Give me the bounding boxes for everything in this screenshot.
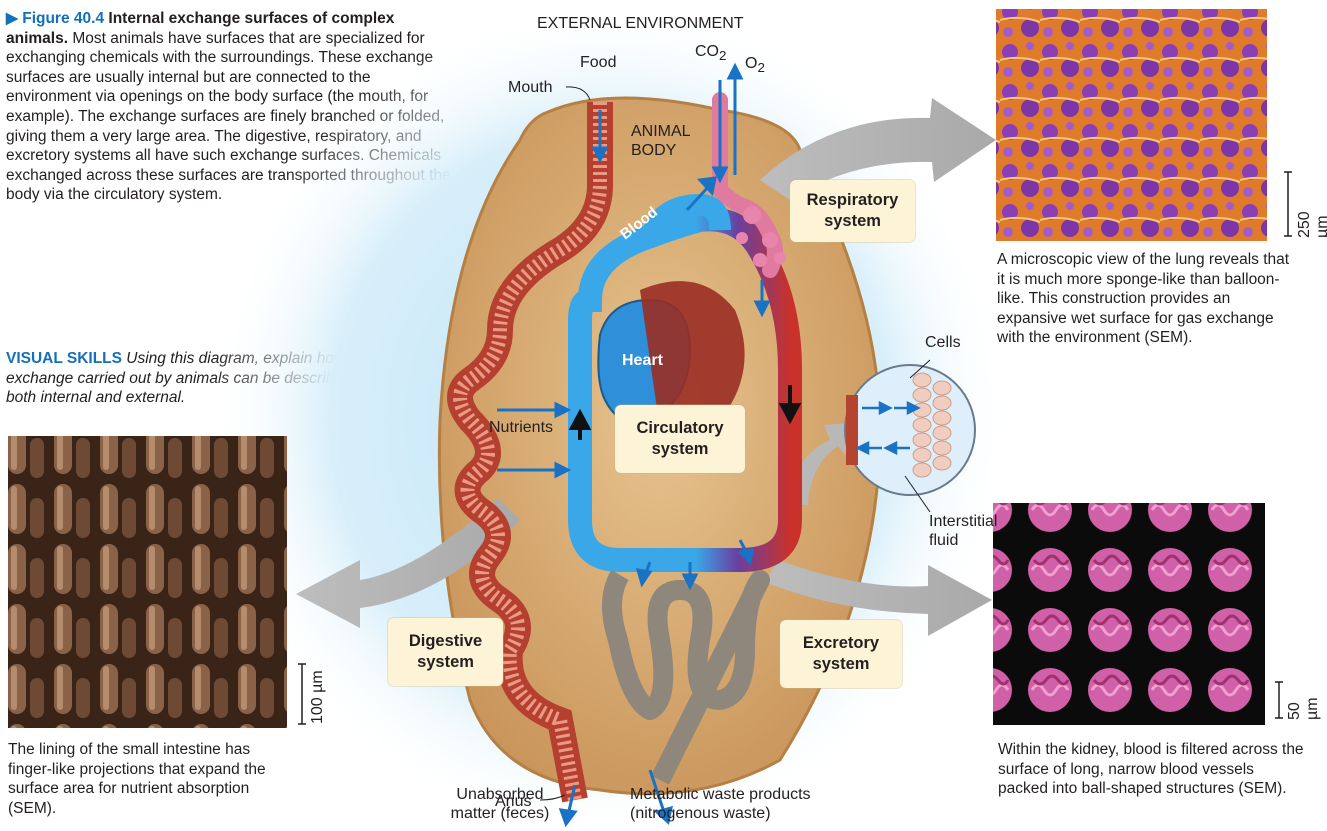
- lung-caption: A microscopic view of the lung reveals t…: [997, 250, 1297, 348]
- circulatory-system-box: Circulatory system: [615, 405, 745, 473]
- lung-micrograph: [996, 9, 1267, 241]
- o2-label: O2: [745, 54, 765, 77]
- kidney-scale-label: 50 µm: [1286, 679, 1322, 720]
- mouth-label: Mouth: [508, 78, 552, 97]
- co2-label: CO2: [695, 42, 726, 65]
- food-label: Food: [580, 53, 616, 72]
- interstitial-fluid-label: Interstitial fluid: [929, 512, 999, 550]
- metabolic-waste-label: Metabolic waste products (nitrogenous wa…: [630, 785, 890, 823]
- cells-inset-vessel: [846, 395, 858, 465]
- intestine-caption: The lining of the small intestine has fi…: [8, 740, 278, 818]
- kidney-micrograph: [993, 503, 1265, 725]
- external-environment-label: EXTERNAL ENVIRONMENT: [537, 14, 744, 33]
- heart-label: Heart: [622, 352, 664, 369]
- kidney-caption: Within the kidney, blood is filtered acr…: [998, 740, 1308, 799]
- lung-scale-label: 250 µm: [1296, 207, 1327, 238]
- respiratory-system-box: Respiratory system: [790, 180, 915, 242]
- nutrients-label: Nutrients: [489, 418, 553, 437]
- excretory-system-box: Excretory system: [780, 620, 902, 688]
- intestine-micrograph: [8, 436, 287, 728]
- unabsorbed-label: Unabsorbed matter (feces): [445, 785, 555, 823]
- intestine-scale-label: 100 µm: [309, 670, 327, 724]
- cells-inset: [845, 365, 975, 495]
- kidney-scale-bar: [1275, 682, 1283, 718]
- lung-scale-bar: [1284, 172, 1292, 236]
- animal-body-label: ANIMAL BODY: [631, 122, 721, 160]
- digestive-system-box: Digestive system: [388, 618, 503, 686]
- cells-label: Cells: [925, 333, 961, 352]
